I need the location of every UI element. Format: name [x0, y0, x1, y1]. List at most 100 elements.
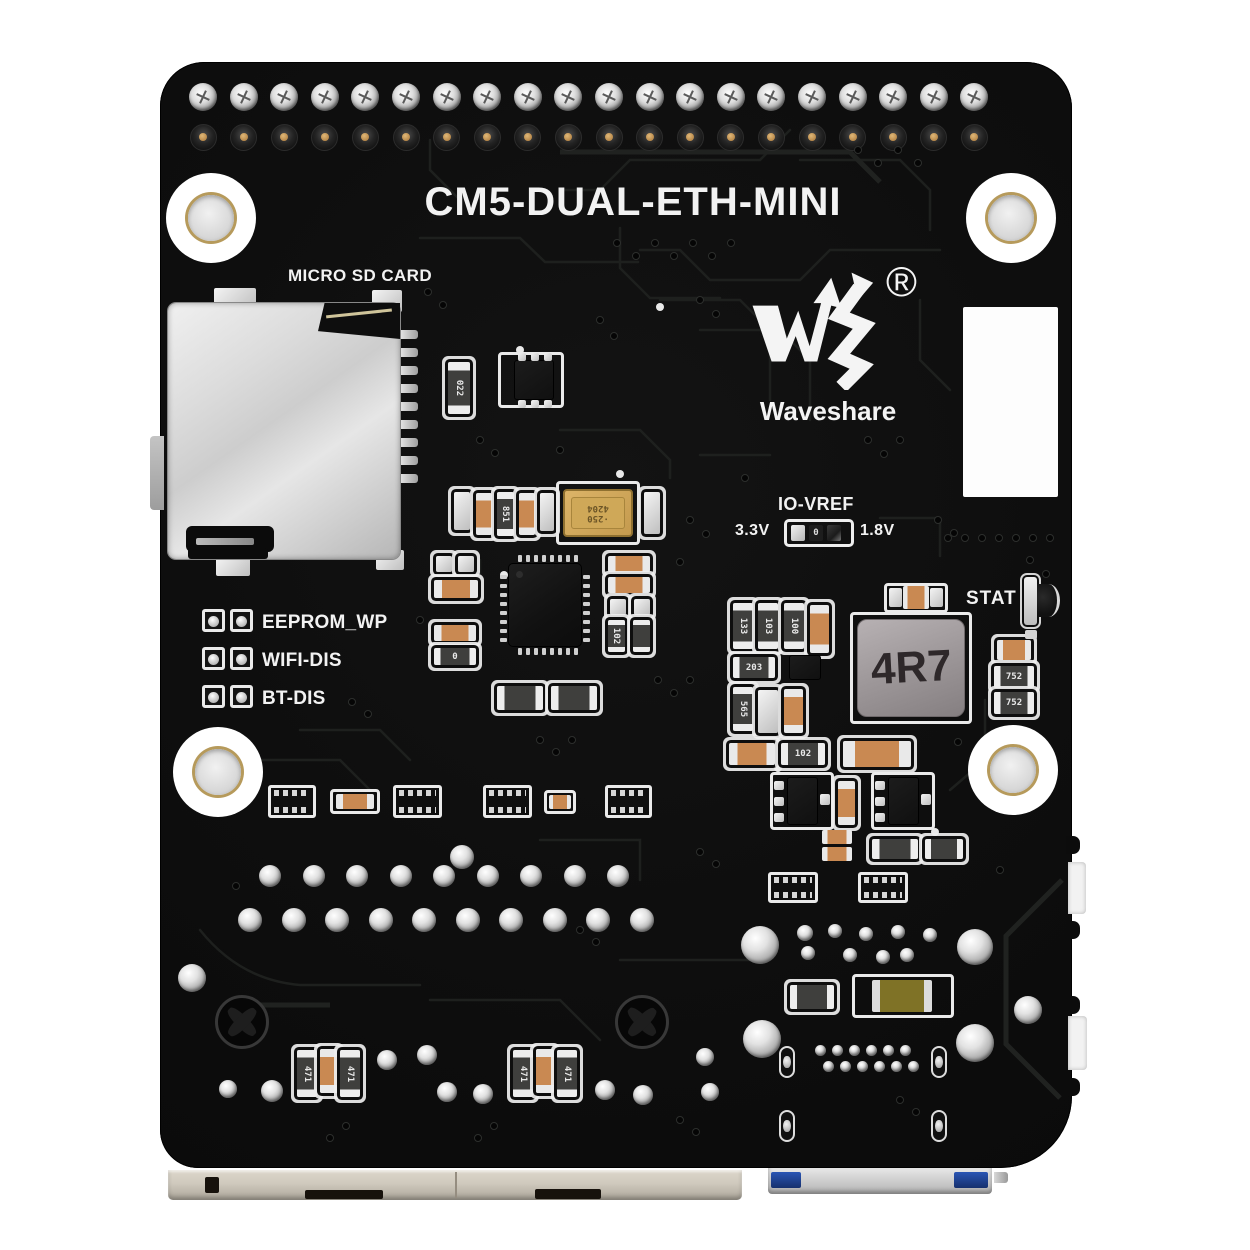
sd-slot-opening	[188, 548, 268, 559]
solder-point	[629, 908, 654, 932]
smd-component	[875, 797, 885, 806]
smd-component	[768, 872, 818, 903]
via-dot	[741, 474, 749, 482]
solder-point	[607, 865, 629, 887]
smd-component	[871, 772, 935, 830]
solder-point	[586, 908, 610, 932]
via-dot	[632, 252, 640, 260]
connector-slot	[205, 1177, 219, 1193]
header-pin-top	[270, 83, 299, 111]
qfn-pin	[500, 602, 507, 606]
via-dot	[712, 860, 720, 868]
via-dot	[651, 239, 659, 247]
crystal-marking: ·250 4204	[571, 497, 625, 529]
solder-point	[377, 1050, 397, 1070]
via-dot	[696, 848, 704, 856]
smd-component	[434, 625, 476, 641]
blank-label-sticker	[963, 307, 1058, 497]
via-dot	[896, 436, 904, 444]
vref-pad-1v8[interactable]	[827, 525, 841, 541]
qfn-pin	[558, 648, 562, 655]
solder-point	[281, 908, 306, 932]
via-dot	[348, 698, 356, 706]
header-pin-top	[960, 83, 989, 111]
sd-slot-pin	[400, 456, 418, 465]
via-dot	[568, 736, 576, 744]
qfn-pin	[566, 555, 570, 562]
smd-component	[608, 577, 650, 593]
solder-point	[801, 946, 815, 960]
ethernet-jack-rear[interactable]	[168, 1170, 742, 1200]
silk-dot	[656, 303, 664, 311]
header-pin-top	[838, 83, 867, 111]
header-pin-bottom	[595, 123, 623, 151]
solder-pin	[832, 1045, 843, 1056]
solder-pin	[891, 1061, 902, 1072]
component-marking: 102	[611, 627, 622, 645]
via-dot	[670, 252, 678, 260]
solder-point	[437, 1082, 457, 1102]
smd-component	[518, 353, 526, 361]
smd-component	[758, 690, 778, 733]
smd-component	[997, 640, 1031, 660]
io-vref-jumper[interactable]: 0	[784, 519, 854, 547]
solder-point	[743, 1020, 781, 1058]
oval-pad	[931, 1110, 947, 1142]
qfn-pin	[500, 584, 507, 588]
board-title: CM5-DUAL-ETH-MINI	[424, 180, 842, 224]
via-dot	[536, 736, 544, 744]
sd-slot-pin	[400, 402, 418, 411]
solder-point	[563, 865, 586, 887]
smd-component: 100	[784, 603, 804, 649]
header-pin-top	[635, 83, 664, 111]
smd-component	[454, 492, 470, 530]
usb-port-rear[interactable]	[768, 1168, 992, 1194]
qfn-pin	[583, 629, 590, 633]
smd-component	[540, 493, 554, 531]
via-dot	[676, 1116, 684, 1124]
smd-component	[889, 588, 902, 607]
via-dot	[232, 882, 240, 890]
smd-component	[872, 839, 918, 859]
inductor-outline	[850, 612, 972, 724]
header-pin-top	[351, 83, 380, 111]
sd-slot-edge-tab	[150, 436, 164, 510]
via-dot	[416, 616, 424, 624]
io-vref-label: IO-VREF	[778, 494, 854, 514]
solder-point	[876, 950, 890, 964]
smd-component	[644, 492, 660, 534]
solder-pin	[815, 1045, 826, 1056]
smd-component	[822, 847, 852, 861]
header-pin-top	[513, 83, 542, 111]
header-pin-bottom	[757, 123, 785, 151]
qfn-pin	[500, 611, 507, 615]
qfn-pin	[583, 611, 590, 615]
vref-pad-3v3[interactable]	[791, 525, 805, 541]
smd-component	[393, 785, 442, 818]
stat-led-pad	[1024, 577, 1037, 625]
solder-point	[957, 929, 993, 965]
solder-point	[741, 926, 779, 964]
via-dot	[702, 530, 710, 538]
smd-component	[884, 583, 948, 613]
header-pin-top	[554, 83, 583, 111]
micro-sd-card-slot[interactable]	[168, 303, 400, 559]
jumper-pad	[230, 647, 253, 670]
smd-component	[549, 795, 571, 809]
ethernet-controller-chip	[508, 563, 582, 647]
smd-component	[789, 655, 821, 680]
solder-point	[412, 908, 436, 932]
via-dot	[364, 710, 372, 718]
qfn-pin	[526, 555, 530, 562]
smd-component	[774, 781, 784, 790]
oval-pad	[779, 1110, 795, 1142]
oval-pad	[779, 1046, 795, 1078]
via-dot	[934, 516, 942, 524]
edge-connector-tab	[1068, 1016, 1087, 1070]
solder-pin	[900, 1045, 911, 1056]
solder-pin	[857, 1061, 868, 1072]
solder-pin	[874, 1061, 885, 1072]
component-marking: 133	[737, 617, 748, 635]
header-pin-top	[473, 83, 502, 111]
header-pin-bottom	[189, 123, 217, 151]
